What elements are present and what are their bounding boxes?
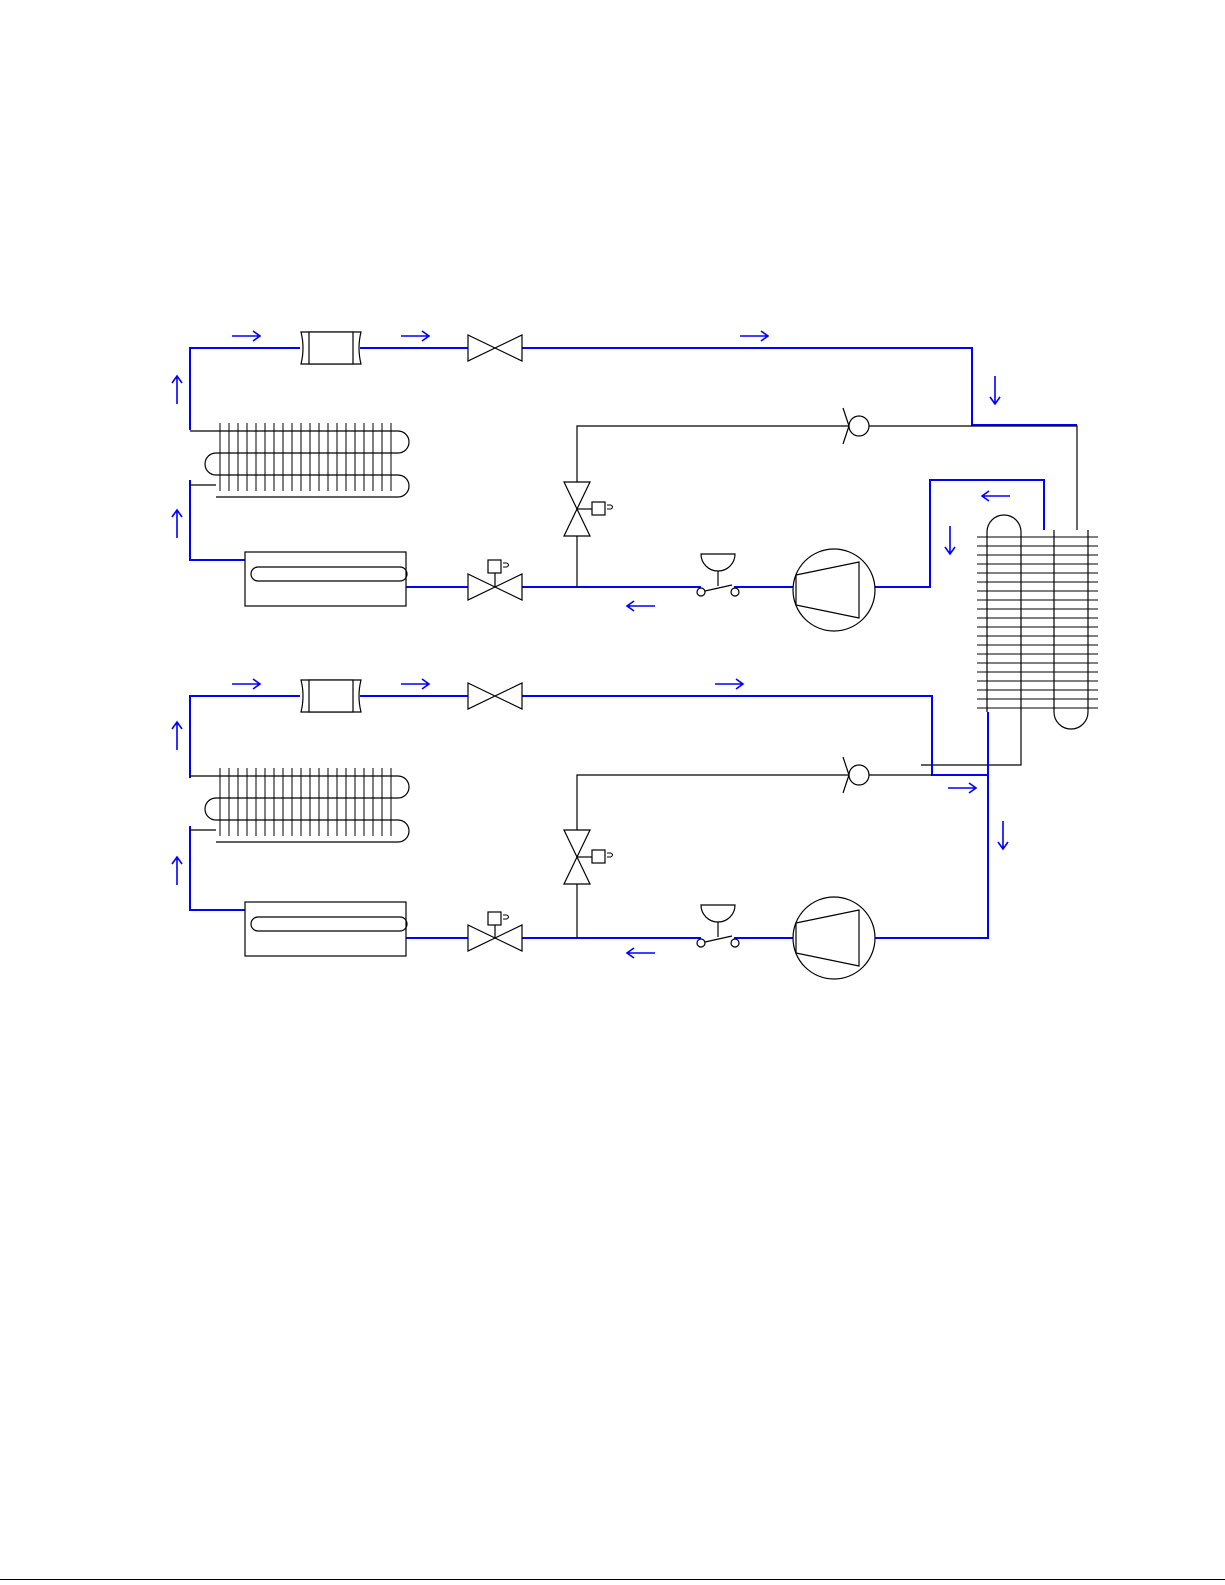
shared-heat-exchanger xyxy=(921,515,1098,765)
flow-arrow-right xyxy=(401,331,429,341)
flow-arrow-up xyxy=(172,857,182,885)
lower-solenoid-valve-vertical xyxy=(564,830,613,884)
upper-compressor xyxy=(793,549,875,631)
lower-bypass-line xyxy=(577,775,932,938)
lower-pressure-switch xyxy=(697,905,739,947)
flow-arrow-left xyxy=(982,491,1010,501)
upper-solenoid-valve-vertical xyxy=(564,482,613,536)
flow-arrow-up xyxy=(172,722,182,750)
flow-arrow-right xyxy=(948,783,976,793)
lower-filter-drier xyxy=(301,680,361,712)
lower-circuit xyxy=(172,679,1008,979)
flow-arrow-up xyxy=(172,376,182,404)
upper-refrigerant-line xyxy=(190,348,1077,587)
flow-arrow-right xyxy=(401,679,429,689)
upper-receiver-box xyxy=(245,552,407,606)
upper-filter-drier xyxy=(301,332,361,364)
lower-expansion-valve xyxy=(468,683,522,709)
flow-arrow-right xyxy=(232,679,260,689)
lower-condenser-coil xyxy=(190,768,409,842)
upper-solenoid-valve-horizontal xyxy=(468,560,522,600)
flow-arrow-left xyxy=(627,601,655,611)
page-bottom-rule xyxy=(0,1579,1225,1580)
upper-condenser-coil xyxy=(190,423,409,497)
flow-arrow-down xyxy=(990,376,1000,404)
upper-circuit xyxy=(172,331,1077,631)
flow-arrow-right xyxy=(715,679,743,689)
flow-arrow-down xyxy=(945,526,955,554)
lower-solenoid-valve-horizontal xyxy=(468,912,522,951)
upper-expansion-valve xyxy=(468,335,522,361)
flow-arrow-right xyxy=(232,331,260,341)
flow-arrow-right xyxy=(740,331,768,341)
flow-arrow-left xyxy=(627,948,655,958)
lower-receiver-box xyxy=(245,902,407,956)
upper-pressure-switch xyxy=(697,554,739,596)
lower-compressor xyxy=(793,897,875,979)
flow-arrow-up xyxy=(172,510,182,538)
flow-arrow-down xyxy=(998,821,1008,849)
